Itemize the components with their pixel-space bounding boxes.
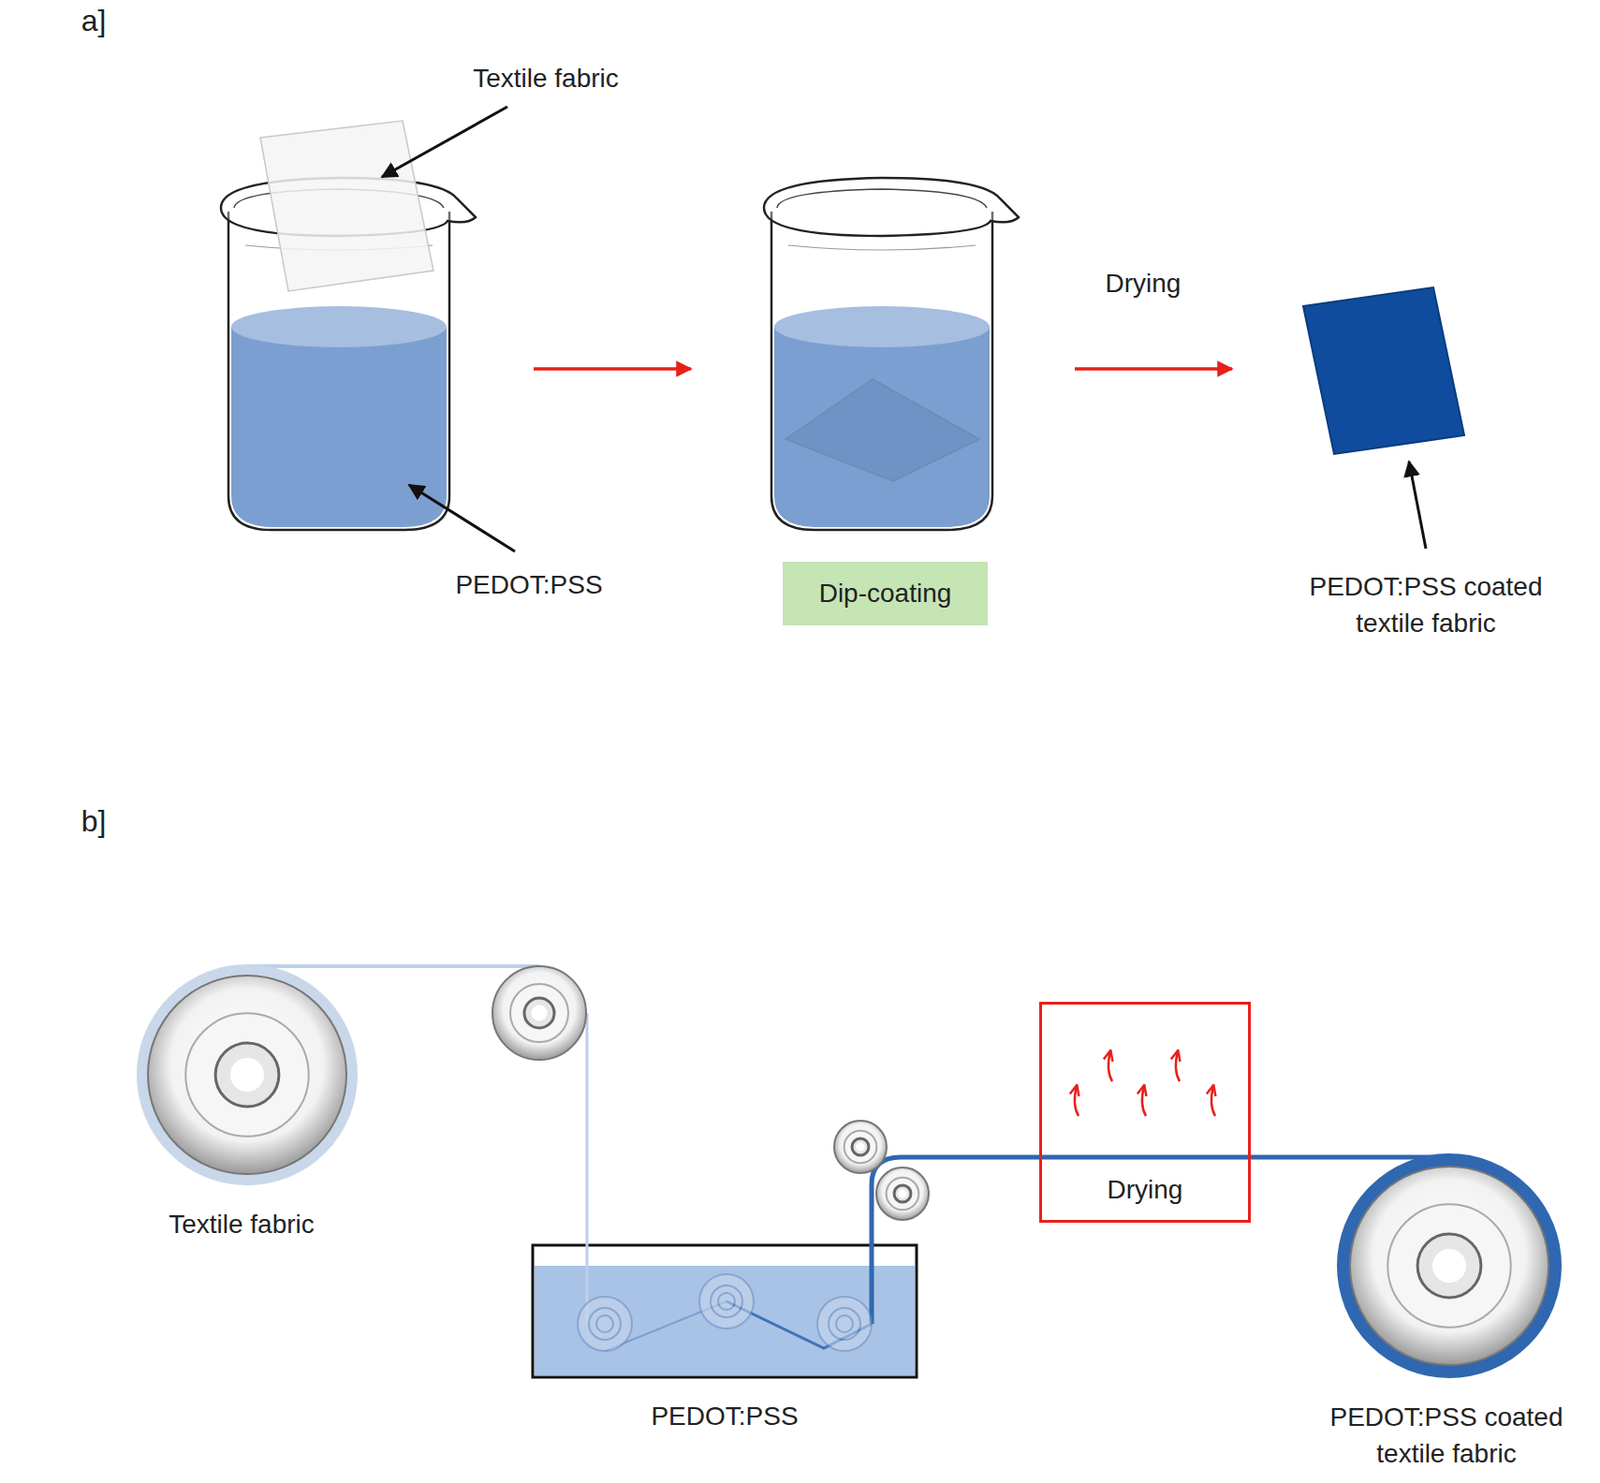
callout-label: PEDOT:PSS coated textile fabric bbox=[1320, 1398, 1573, 1472]
callout-label: PEDOT:PSS bbox=[425, 566, 632, 603]
callout-label: Textile fabric bbox=[119, 1205, 364, 1243]
bath-roller bbox=[577, 1296, 632, 1351]
coated-fabric bbox=[1303, 287, 1465, 455]
roller bbox=[876, 1167, 929, 1220]
roller bbox=[142, 969, 353, 1180]
submerged-fabric bbox=[785, 379, 980, 482]
heat-arrow bbox=[1074, 1086, 1079, 1116]
liquid-surface bbox=[231, 306, 447, 348]
process-arrow bbox=[1074, 366, 1233, 371]
leader-line bbox=[1409, 461, 1426, 549]
pedot-pss-liquid bbox=[231, 326, 447, 528]
pedot-pss-liquid bbox=[774, 326, 990, 528]
fabric-web bbox=[247, 964, 540, 969]
callout-label: PEDOT:PSS coated textile fabric bbox=[1299, 568, 1553, 642]
beaker-glass bbox=[771, 211, 993, 530]
dryer-box: Drying bbox=[1039, 1001, 1251, 1223]
heat-arrow bbox=[1108, 1051, 1113, 1082]
pedot-pss-bath-liquid bbox=[534, 1265, 915, 1376]
step-box: Dip-coating bbox=[782, 561, 988, 626]
callout-label: Drying bbox=[1077, 264, 1209, 302]
beaker-line bbox=[788, 245, 976, 250]
heat-arrow bbox=[1175, 1051, 1180, 1082]
bath-tank bbox=[532, 1245, 917, 1378]
fabric-web bbox=[586, 1012, 589, 1324]
beaker-rim bbox=[763, 177, 1019, 236]
heat-arrow bbox=[1142, 1086, 1146, 1116]
heat-arrow bbox=[1211, 1086, 1216, 1116]
roller bbox=[492, 966, 587, 1060]
node-text: Drying bbox=[1103, 1173, 1188, 1207]
panel-letter: b] bbox=[65, 800, 122, 843]
process-arrow bbox=[533, 366, 691, 371]
callout-label: Textile fabric bbox=[424, 59, 668, 97]
liquid-surface bbox=[774, 306, 990, 348]
leader-line bbox=[381, 106, 508, 177]
roller bbox=[834, 1120, 887, 1174]
panel-letter: a] bbox=[65, 0, 122, 43]
bath-roller bbox=[817, 1296, 872, 1351]
node-text: Dip-coating bbox=[819, 576, 953, 611]
bath-roller bbox=[699, 1274, 754, 1329]
callout-label: PEDOT:PSS bbox=[621, 1397, 828, 1435]
leader-line bbox=[409, 484, 515, 552]
beaker bbox=[763, 177, 1019, 530]
beaker-rim-inner bbox=[777, 189, 987, 208]
textile-fabric-sheet bbox=[260, 120, 434, 292]
roller bbox=[1343, 1159, 1556, 1372]
